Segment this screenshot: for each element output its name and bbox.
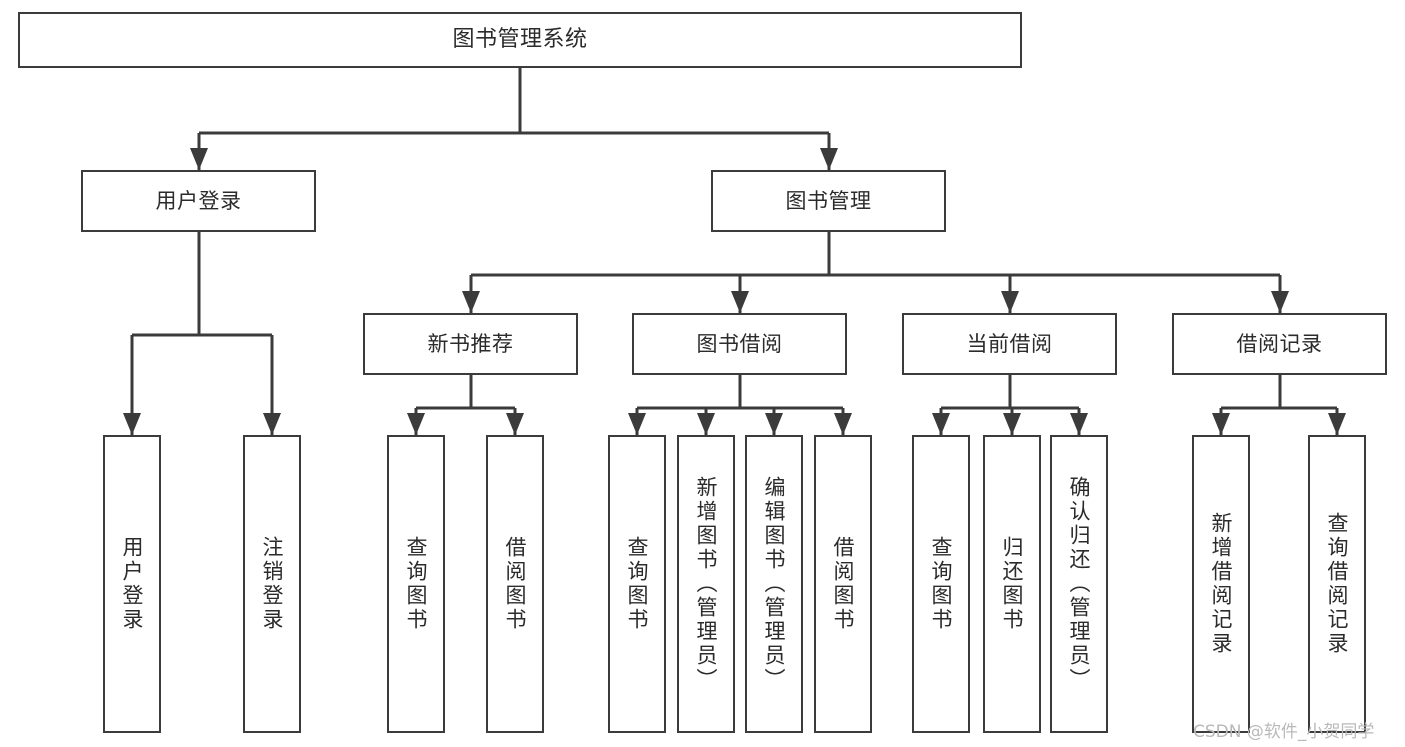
node-label-nb-query: 查询图书 xyxy=(404,536,429,632)
node-label-rc-query: 查询借阅记录 xyxy=(1325,512,1350,656)
node-label-bo-query: 查询图书 xyxy=(625,536,650,632)
node-nb-query[interactable]: 查询图书 xyxy=(387,435,445,733)
node-label-cu-confirm: 确认归还（管理员） xyxy=(1067,476,1092,692)
node-cu-confirm[interactable]: 确认归还（管理员） xyxy=(1050,435,1108,733)
arrow-icon-nb-query xyxy=(407,413,425,435)
node-label-bo-add: 新增图书（管理员） xyxy=(694,476,719,692)
node-label-bo-borrow: 借阅图书 xyxy=(831,536,856,632)
arrow-icon-rc-add xyxy=(1212,413,1230,435)
arrow-icon-login-out xyxy=(263,413,281,435)
node-bo-query[interactable]: 查询图书 xyxy=(608,435,666,733)
node-login-in[interactable]: 用户登录 xyxy=(103,435,161,733)
arrow-icon-rc-query xyxy=(1328,413,1346,435)
node-login-out[interactable]: 注销登录 xyxy=(243,435,301,733)
node-label-login: 用户登录 xyxy=(155,188,242,213)
node-bo-add[interactable]: 新增图书（管理员） xyxy=(677,435,735,733)
node-label-cu-query: 查询图书 xyxy=(929,536,954,632)
node-root[interactable]: 图书管理系统 xyxy=(18,12,1022,68)
node-records[interactable]: 借阅记录 xyxy=(1172,313,1387,375)
node-label-current: 当前借阅 xyxy=(966,331,1053,356)
node-rc-add[interactable]: 新增借阅记录 xyxy=(1192,435,1250,733)
node-label-login-in: 用户登录 xyxy=(120,536,145,632)
node-label-cu-return: 归还图书 xyxy=(1000,536,1025,632)
node-label-records: 借阅记录 xyxy=(1236,331,1323,356)
node-label-borrow: 图书借阅 xyxy=(696,331,783,356)
node-bo-edit[interactable]: 编辑图书（管理员） xyxy=(745,435,803,733)
arrow-icon-bo-query xyxy=(628,413,646,435)
node-current[interactable]: 当前借阅 xyxy=(902,313,1117,375)
arrow-icon-cu-return xyxy=(1003,413,1021,435)
node-cu-return[interactable]: 归还图书 xyxy=(983,435,1041,733)
node-nb-borrow[interactable]: 借阅图书 xyxy=(486,435,544,733)
arrow-icon-borrow xyxy=(731,291,749,313)
node-cu-query[interactable]: 查询图书 xyxy=(912,435,970,733)
node-label-login-out: 注销登录 xyxy=(260,536,285,632)
arrow-icon-records xyxy=(1271,291,1289,313)
node-label-bookmgmt: 图书管理 xyxy=(785,188,872,213)
arrow-icon-bo-edit xyxy=(765,413,783,435)
node-bookmgmt[interactable]: 图书管理 xyxy=(711,170,946,232)
node-label-rc-add: 新增借阅记录 xyxy=(1209,512,1234,656)
arrow-icon-cu-query xyxy=(932,413,950,435)
node-newbook[interactable]: 新书推荐 xyxy=(363,313,578,375)
arrow-icon-nb-borrow xyxy=(506,413,524,435)
node-label-root: 图书管理系统 xyxy=(452,27,588,53)
node-label-bo-edit: 编辑图书（管理员） xyxy=(762,476,787,692)
node-rc-query[interactable]: 查询借阅记录 xyxy=(1308,435,1366,733)
arrow-icon-newbook xyxy=(462,291,480,313)
arrow-icon-login xyxy=(190,148,208,170)
node-borrow[interactable]: 图书借阅 xyxy=(632,313,847,375)
node-label-nb-borrow: 借阅图书 xyxy=(503,536,528,632)
arrow-icon-login-in xyxy=(123,413,141,435)
node-login[interactable]: 用户登录 xyxy=(81,170,316,232)
arrow-icon-bo-add xyxy=(697,413,715,435)
arrow-icon-bookmgmt xyxy=(820,148,838,170)
arrow-icon-current xyxy=(1001,291,1019,313)
node-bo-borrow[interactable]: 借阅图书 xyxy=(814,435,872,733)
arrow-icon-bo-borrow xyxy=(834,413,852,435)
arrow-icon-cu-confirm xyxy=(1070,413,1088,435)
node-label-newbook: 新书推荐 xyxy=(427,331,514,356)
